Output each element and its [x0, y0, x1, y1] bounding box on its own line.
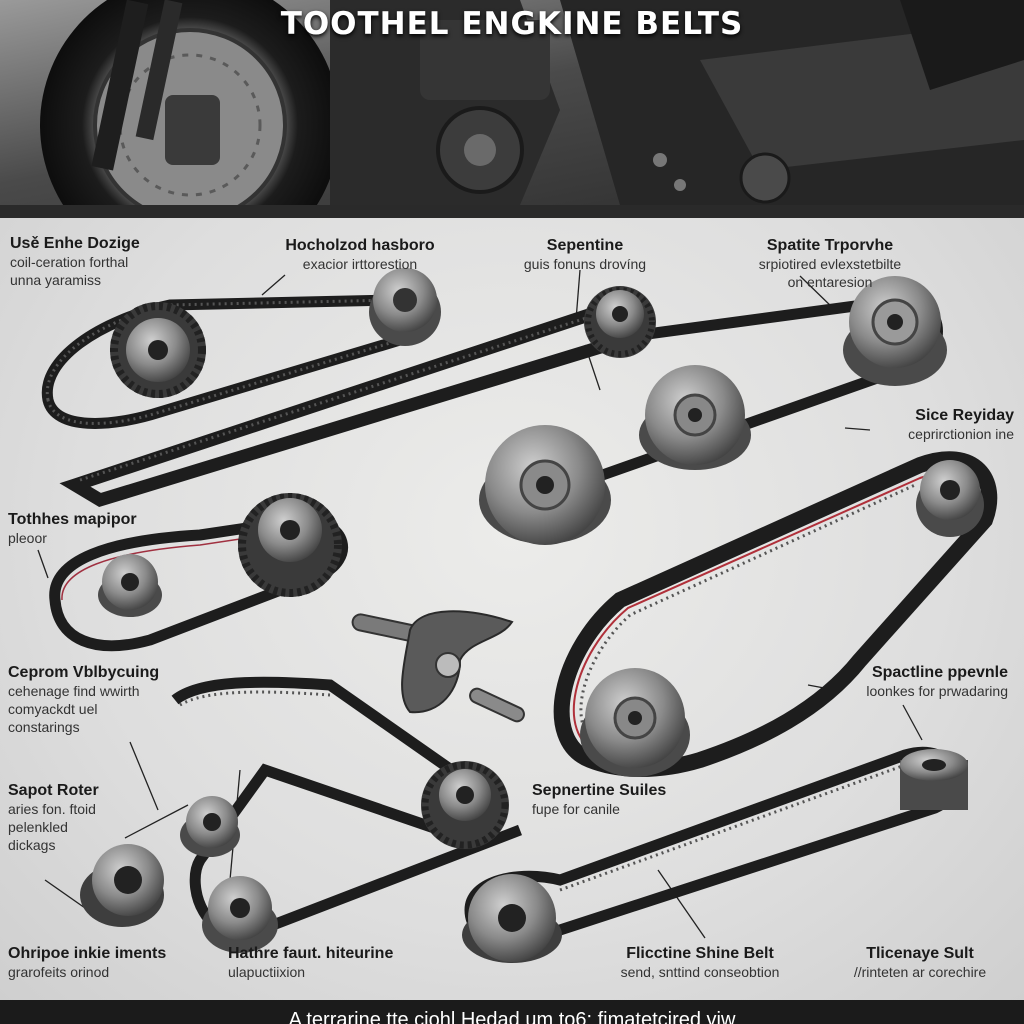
- divider-band: [0, 205, 1024, 218]
- label-ceprom-vblbycuing: Ceprom Vblbycuing cehenage find wwirth c…: [8, 664, 160, 735]
- roller-small: [180, 796, 240, 857]
- label-spactline-ppevnle: Spactline ppevnle loonkes for prwadaring: [866, 664, 1008, 699]
- label-tothhes-mapipor: Tothhes mapipor pleoor: [8, 511, 137, 546]
- roller-bearing: [80, 844, 164, 927]
- belt-diagram: [37, 268, 998, 963]
- pulley-gear-upper-left: [110, 302, 206, 398]
- label-use-enhe-dozige: Usě Enhe Dozige coil-ceration forthal un…: [10, 235, 140, 288]
- pulley-small-lower: [202, 876, 278, 953]
- pulley-lower-right-start: [462, 874, 562, 963]
- pulley-center-left: [479, 425, 611, 545]
- pulley-lower-right-end: [900, 749, 968, 810]
- pulley-center-large: [639, 365, 751, 470]
- footer-caption: A terrarine tte ciohl Hedad um to6: fima…: [0, 1000, 1024, 1024]
- pulley-gear-lower: [421, 761, 509, 849]
- pulley-right-lower: [580, 668, 690, 777]
- tensioner-bracket: [351, 610, 525, 723]
- motorcycle-hero-image: TOOTHEL ENGKINE BELTS: [0, 0, 1024, 205]
- label-sice-reyiday: Sice Reyiday ceprirctionion ine: [908, 407, 1014, 442]
- pulley-small-left: [98, 554, 162, 617]
- label-ohripoe-inkie-iments: Ohripoe inkie iments grarofeits orinod: [8, 945, 167, 980]
- label-sapot-roter: Sapot Roter aries fon. ftoid pelenkled d…: [8, 782, 99, 853]
- label-flicctine-shine-belt: Flicctine Shine Belt send, snttind conse…: [620, 945, 780, 980]
- label-thcenaye-sult: Tlicenaye Sult //rinteten ar corechire: [853, 945, 987, 980]
- label-hocholzod-hasboro: Hocholzod hasboro exacior irttorestion: [285, 237, 435, 272]
- diagram-panel: Usě Enhe Dozige coil-ceration forthal un…: [0, 218, 1024, 1000]
- leader-lines: [37, 269, 923, 939]
- label-sepnertine-suiles: Sepnertine Suiles fupe for canile: [532, 782, 667, 817]
- pulley-right-upper: [916, 460, 984, 537]
- pulley-idler-upper: [369, 268, 441, 346]
- label-hathre-fauit-hiteurine: Hathre fauıt. hiteurine ulapuctiixion: [228, 945, 394, 980]
- pulley-sepentine: [584, 286, 656, 358]
- pulley-spatite: [843, 276, 947, 386]
- pulley-gear-middle: [238, 493, 342, 597]
- belt-upper-left: [41, 294, 432, 429]
- page-title: TOOTHEL ENGKINE BELTS: [280, 6, 744, 42]
- label-sepentine: Sepentine guis fonuns drovíng: [523, 237, 647, 272]
- label-spatite-trporvhe: Spatite Trporvhe srpiotired evlexstetbil…: [758, 237, 902, 290]
